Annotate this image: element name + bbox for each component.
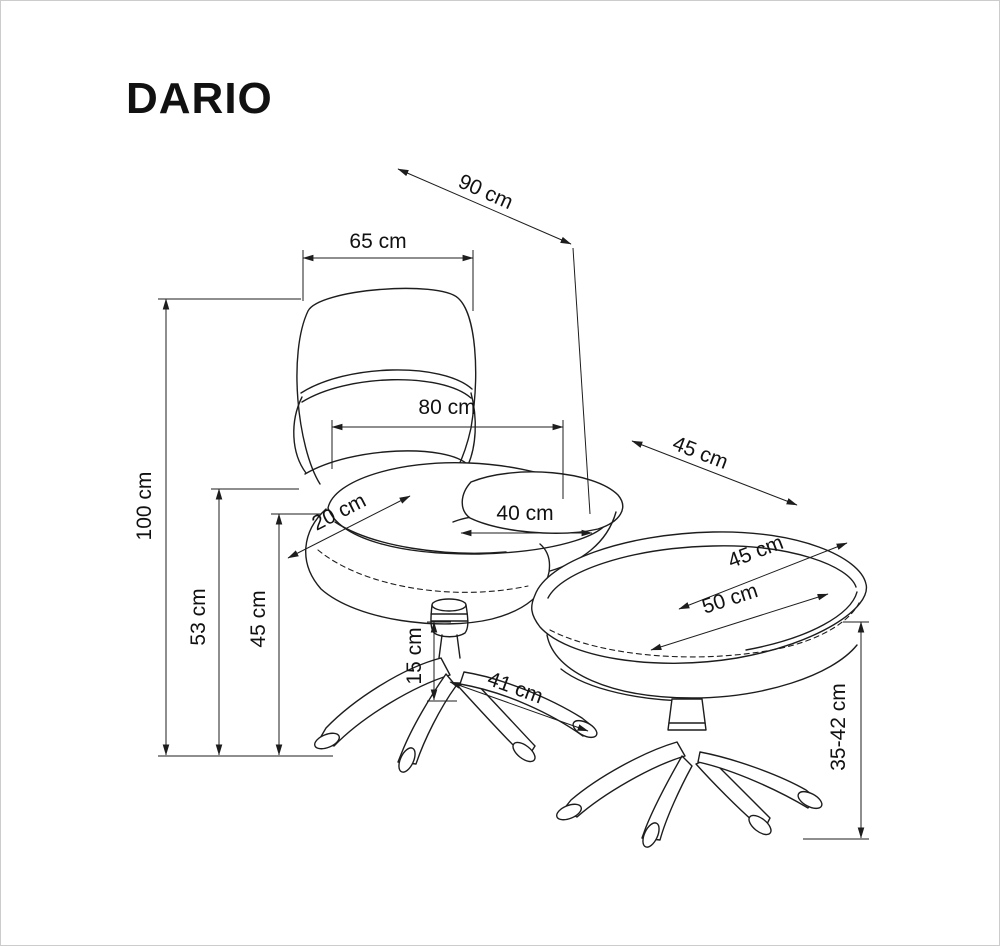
chair-shell-stitch-line: [317, 549, 529, 593]
chair-column: [438, 634, 461, 659]
chair-lumbar-seam: [304, 450, 469, 475]
chair-lumbar-side-left: [293, 396, 307, 474]
dim-label-back-width: 65 cm: [349, 230, 406, 253]
labels: DARIO 65 cm 90 cm 80 cm 40 cm 20 cm 100 …: [126, 74, 850, 771]
chair-lumbar-side-right: [467, 392, 476, 466]
ottoman-drawing: [531, 531, 868, 848]
dim-line-base-diameter: [449, 681, 589, 732]
chair-headrest-seam: [300, 369, 473, 394]
dim-label-column-height: 15 cm: [403, 627, 426, 684]
dim-label-seat-height: 45 cm: [247, 590, 270, 647]
dimension-lines: [158, 168, 869, 840]
chair-drawing: [293, 287, 624, 773]
dim-line-cushion-thickness: [287, 495, 411, 559]
chair-underseat-shell: [305, 508, 551, 625]
ottoman-base-foot-left: [556, 803, 582, 821]
ottoman-column: [667, 698, 707, 731]
chair-base-foot-front-right: [512, 741, 536, 763]
chair-knob-top: [431, 598, 467, 612]
product-title: DARIO: [126, 74, 273, 123]
ottoman-base-foot-front-left: [642, 822, 660, 848]
dim-line-footrest-depth: [631, 440, 798, 506]
ext-line-depth: [572, 247, 591, 515]
dim-label-total-height: 100 cm: [133, 472, 156, 541]
dim-label-seat-width: 40 cm: [496, 502, 553, 525]
chair-armrest: [461, 471, 624, 534]
ottoman-base-foot-right: [797, 790, 823, 810]
dim-label-depth: 90 cm: [455, 170, 517, 214]
ottoman-base-foot-front-right: [748, 814, 772, 836]
dim-label-footrest-height: 35-42 cm: [827, 683, 850, 771]
ottoman-shell: [546, 634, 858, 699]
chair-base-foot-left: [314, 732, 340, 750]
dim-line-footrest-seat-width: [650, 593, 829, 651]
chair-backrest-outline: [296, 287, 477, 496]
dim-label-overall-width: 80 cm: [418, 396, 475, 419]
chair-underseat-shell-right: [549, 511, 617, 572]
dim-label-backrest-height: 53 cm: [187, 588, 210, 645]
chair-base-foot-front-left: [398, 747, 416, 773]
ottoman-shell-lower: [560, 668, 702, 702]
chair-headrest-seam-2: [301, 379, 472, 403]
dim-line-depth: [397, 168, 572, 245]
ottoman-stitch-line: [549, 602, 860, 658]
